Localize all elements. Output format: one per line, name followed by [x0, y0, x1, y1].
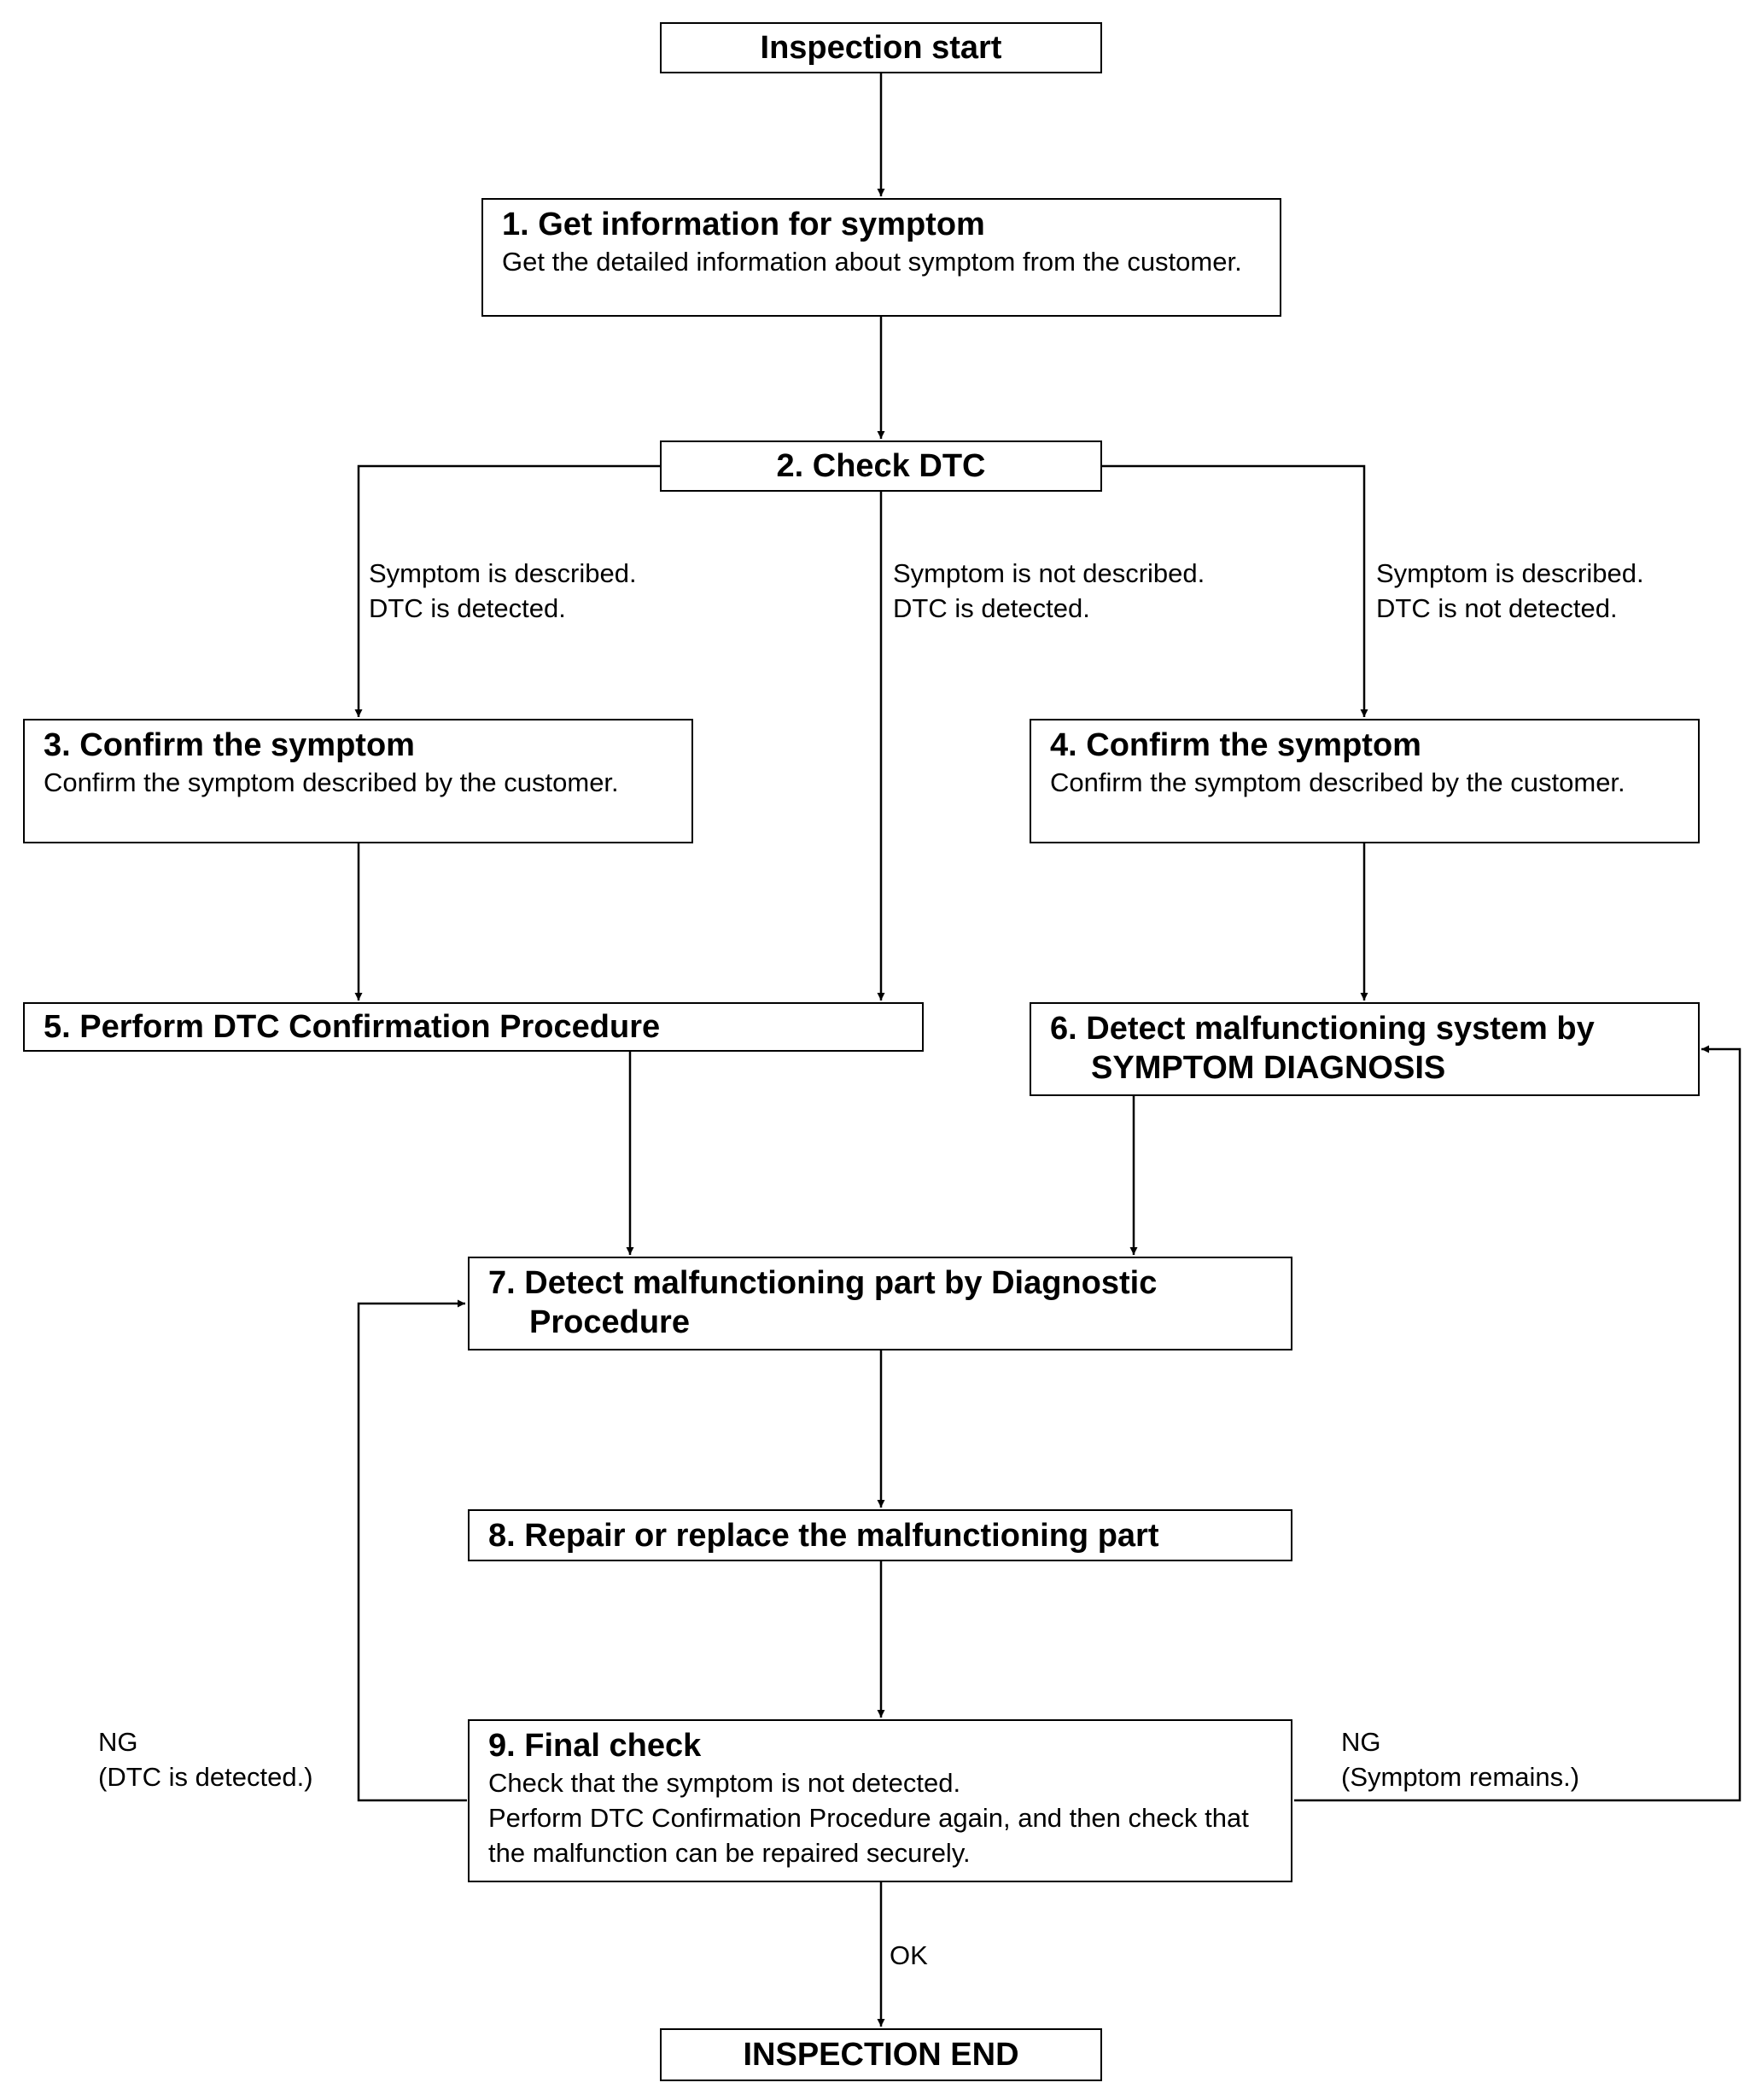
step-5-box: 5. Perform DTC Confirmation Procedure [23, 1002, 924, 1052]
step-8-box: 8. Repair or replace the malfunctioning … [468, 1509, 1292, 1561]
inspection-end-label: INSPECTION END [743, 2037, 1019, 2073]
step-1-box: 1. Get information for symptom Get the d… [481, 198, 1281, 317]
loop-label-dtc-detected: NG (DTC is detected.) [98, 1727, 313, 1792]
step-3-title: 3. Confirm the symptom [44, 727, 415, 763]
step-9-title: 9. Final check [488, 1728, 702, 1764]
step-9-description-line2: Perform DTC Confirmation Procedure again… [488, 1803, 1249, 1868]
step-9-description-line1: Check that the symptom is not detected. [488, 1768, 961, 1798]
step-4-box: 4. Confirm the symptom Confirm the sympt… [1030, 719, 1700, 843]
branch-label-right: Symptom is described. DTC is not detecte… [1376, 558, 1644, 623]
step-4-title: 4. Confirm the symptom [1050, 727, 1421, 763]
inspection-end-box: INSPECTION END [660, 2028, 1102, 2081]
step-7-title-line2: Procedure [529, 1304, 690, 1340]
arrow-step2-to-step3 [354, 464, 660, 717]
step-3-box: 3. Confirm the symptom Confirm the sympt… [23, 719, 693, 843]
step-9-box: 9. Final check Check that the symptom is… [468, 1719, 1292, 1882]
step-2-title: 2. Check DTC [776, 448, 986, 484]
step-6-box: 6. Detect malfunctioning system by SYMPT… [1030, 1002, 1700, 1096]
step-7-title-line1: 7. Detect malfunctioning part by Diagnos… [488, 1265, 1158, 1301]
branch-label-left: Symptom is described. DTC is detected. [369, 558, 637, 623]
arrow-step9-loop-to-step7 [357, 1299, 467, 1802]
arrow-step9-loop-to-step6 [1294, 1045, 1742, 1802]
arrow-step2-to-step4 [1102, 464, 1368, 717]
step-5-title: 5. Perform DTC Confirmation Procedure [44, 1009, 661, 1045]
step-1-description: Get the detailed information about sympt… [502, 247, 1242, 277]
loop-label-symptom-remains: NG (Symptom remains.) [1341, 1727, 1580, 1792]
inspection-start-box: Inspection start [660, 22, 1102, 73]
step-8-title: 8. Repair or replace the malfunctioning … [488, 1518, 1159, 1554]
step-6-title-line2: SYMPTOM DIAGNOSIS [1091, 1050, 1446, 1086]
inspection-start-label: Inspection start [760, 30, 1002, 66]
step-4-description: Confirm the symptom described by the cus… [1050, 767, 1625, 797]
step-7-box: 7. Detect malfunctioning part by Diagnos… [468, 1257, 1292, 1350]
branch-label-middle: Symptom is not described. DTC is detecte… [893, 558, 1205, 623]
ok-label: OK [890, 1940, 928, 1970]
step-6-title-line1: 6. Detect malfunctioning system by [1050, 1011, 1595, 1047]
step-3-description: Confirm the symptom described by the cus… [44, 767, 619, 797]
step-2-box: 2. Check DTC [660, 440, 1102, 492]
step-1-title: 1. Get information for symptom [502, 207, 985, 242]
